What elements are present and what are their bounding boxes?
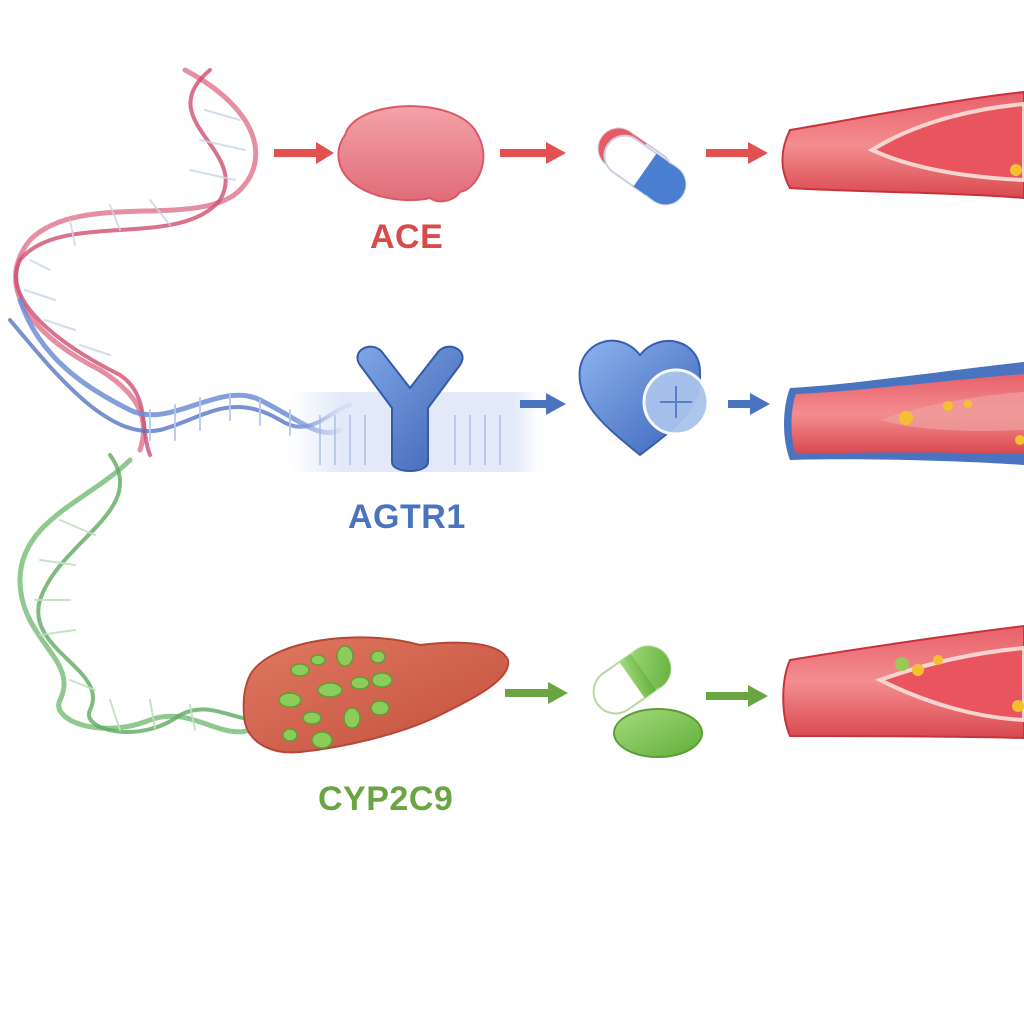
gene-label-cyp2c9: CYP2C9 <box>318 780 454 818</box>
green-pill-icon <box>592 645 703 758</box>
vessel-with-plaque-icon <box>784 362 1024 465</box>
constricted-vessel-icon <box>781 90 1024 200</box>
heart-shield-icon <box>578 339 710 457</box>
arrow-right-icon <box>706 685 768 707</box>
dna-helix-red <box>13 67 259 457</box>
arrow-right-icon <box>505 682 568 704</box>
arrow-right-icon <box>274 142 334 164</box>
arrow-right-icon <box>520 393 566 415</box>
arrow-right-icon <box>500 142 566 164</box>
enzyme-icon <box>337 105 485 203</box>
receptor-icon <box>356 345 464 472</box>
gene-label-agtr1: AGTR1 <box>348 498 466 536</box>
capsule-icon <box>597 127 687 206</box>
gene-label-ace: ACE <box>370 218 444 256</box>
dna-helix-green <box>17 453 262 735</box>
arrow-right-icon <box>706 142 768 164</box>
vessel-with-deposits-icon <box>782 624 1024 740</box>
arrow-right-icon <box>728 393 770 415</box>
liver-icon <box>242 636 510 754</box>
